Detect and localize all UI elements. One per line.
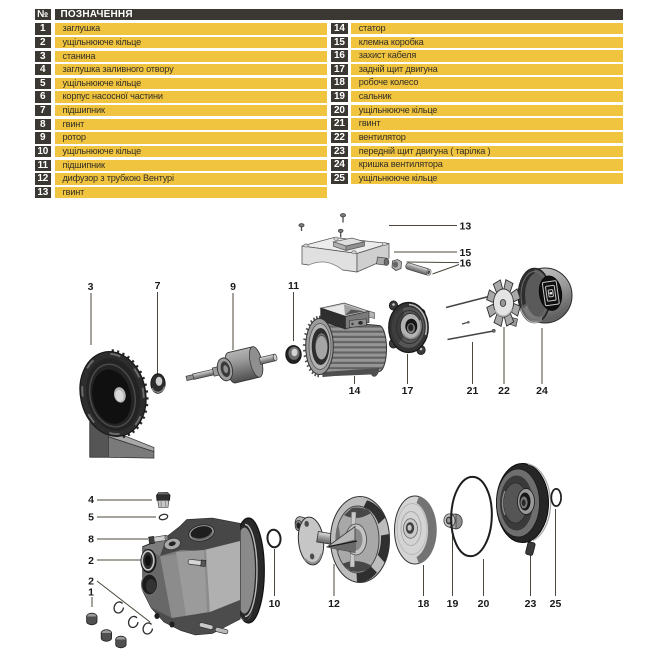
svg-text:18: 18: [418, 598, 430, 610]
svg-text:2: 2: [88, 555, 94, 567]
svg-text:4: 4: [88, 494, 94, 506]
svg-text:19: 19: [447, 598, 459, 610]
svg-text:15: 15: [460, 247, 472, 259]
svg-text:1: 1: [88, 587, 94, 599]
svg-text:13: 13: [460, 221, 472, 233]
svg-text:11: 11: [288, 280, 299, 292]
svg-text:20: 20: [478, 598, 490, 610]
svg-text:12: 12: [328, 598, 340, 610]
svg-text:5: 5: [88, 512, 94, 524]
svg-text:7: 7: [155, 280, 161, 292]
svg-text:24: 24: [536, 385, 548, 397]
svg-text:23: 23: [525, 598, 537, 610]
svg-text:21: 21: [467, 385, 479, 397]
svg-text:8: 8: [88, 534, 94, 546]
svg-text:14: 14: [349, 385, 361, 397]
svg-text:2: 2: [88, 576, 94, 588]
svg-text:17: 17: [402, 385, 414, 397]
svg-text:3: 3: [88, 281, 94, 293]
svg-text:22: 22: [498, 385, 510, 397]
svg-text:25: 25: [550, 598, 562, 610]
svg-text:9: 9: [230, 281, 236, 293]
svg-text:10: 10: [269, 598, 281, 610]
svg-text:16: 16: [460, 258, 472, 270]
